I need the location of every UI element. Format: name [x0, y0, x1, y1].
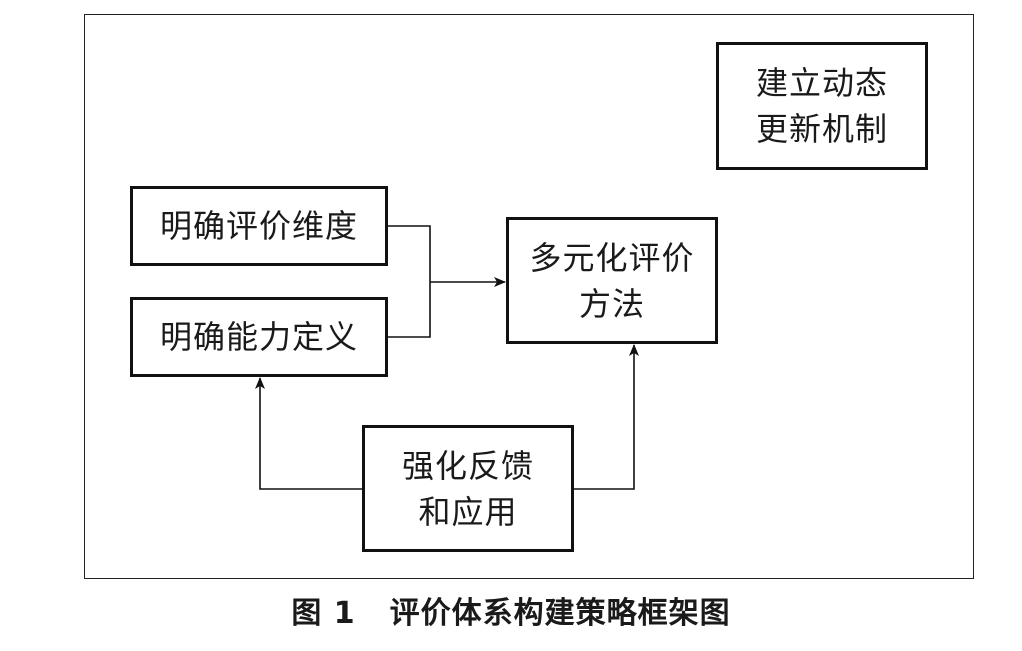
node-line: 和应用: [418, 492, 518, 531]
node-evaluation-dimensions: 明确评价维度: [130, 186, 388, 266]
node-line: 强化反馈: [401, 446, 534, 485]
node-line: 更新机制: [755, 110, 888, 148]
figure-number: 图 1: [291, 596, 356, 631]
edge-feedback-to-ability: [255, 377, 362, 490]
edge-feedback-to-methods: [574, 344, 639, 490]
node-multi-evaluation-methods: 多元化评价 方法: [506, 217, 718, 344]
diagram-frame: [84, 14, 974, 579]
node-dynamic-update-mechanism: 建立动态 更新机制: [716, 42, 928, 170]
node-line: 方法: [578, 284, 645, 323]
node-label: 明确评价维度: [159, 207, 358, 245]
edge-ability-to-merge: [388, 282, 431, 338]
node-feedback-application: 强化反馈 和应用: [362, 425, 574, 552]
node-line: 建立动态: [755, 64, 888, 102]
figure-caption: 图 1 评价体系构建策略框架图: [0, 592, 1022, 636]
figure-title: 评价体系构建策略框架图: [389, 596, 731, 631]
edge-dims-to-merge: [388, 225, 431, 282]
node-ability-definition: 明确能力定义: [130, 297, 388, 377]
node-label: 明确能力定义: [159, 318, 358, 356]
node-line: 多元化评价: [529, 238, 695, 277]
